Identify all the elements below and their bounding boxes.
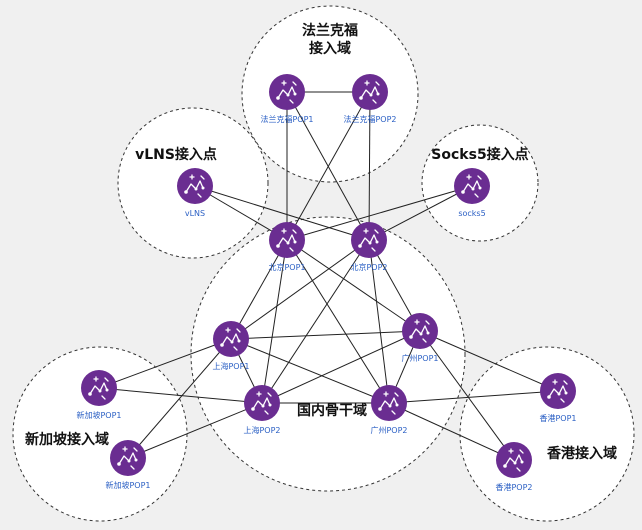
node-circle [177,168,213,204]
link-bj2-gz2 [368,239,390,404]
node-label-hk2: 香港POP2 [495,482,532,492]
node-sh2[interactable] [244,385,280,421]
node-hk2[interactable] [496,442,532,478]
node-circle [81,370,117,406]
router-icon [276,80,297,104]
router-icon [359,80,380,104]
link-socks5-bj2 [368,185,473,241]
link-hk2-gz1 [419,330,515,461]
link-bj1-gz1 [286,239,421,332]
node-gz1[interactable] [402,313,438,349]
domain-label-line: 新加坡接入域 [25,431,109,448]
node-label-sh1: 上海POP1 [212,361,249,371]
node-label-sh2: 上海POP2 [243,425,280,435]
link-fra2-bj2 [368,91,371,241]
router-icon [503,448,524,472]
node-label-sg1: 新加坡POP1 [76,410,121,420]
node-circle [351,222,387,258]
link-vlns-bj2 [194,185,370,241]
link-fra2-bj1 [286,91,371,241]
link-gz1-sh2 [261,330,421,404]
router-icon [461,174,482,198]
node-socks5[interactable] [454,168,490,204]
node-circle [269,74,305,110]
link-socks5-bj1 [286,185,473,241]
router-icon [88,376,109,400]
domain-label-line: vLNS接入点 [135,146,217,163]
router-icon [251,391,272,415]
node-label-fra1: 法兰克福POP1 [260,114,313,124]
domain-label-line: Socks5接入点 [431,146,528,163]
domain-label-backbone: 国内骨干域 [297,402,367,419]
node-hk1[interactable] [540,373,576,409]
node-circle [269,222,305,258]
link-hk1-gz1 [419,330,559,392]
domain-label-socks5: Socks5接入点 [431,146,528,163]
node-bj2[interactable] [351,222,387,258]
node-label-bj1: 北京POP1 [268,262,305,272]
domain-label-line: 国内骨干域 [297,402,367,419]
link-sg2-sh1 [127,338,232,459]
link-sh1-gz2 [230,338,390,404]
node-gz2[interactable] [371,385,407,421]
node-label-vlns: vLNS [185,209,205,218]
node-sh1[interactable] [213,321,249,357]
domain-boundary-frankfurt [241,5,419,183]
node-label-fra2: 法兰克福POP2 [343,114,396,124]
node-label-socks5: socks5 [458,209,485,218]
node-sg1[interactable] [81,370,117,406]
node-circle [496,442,532,478]
router-icon [547,379,568,403]
domain-label-singapore: 新加坡接入域 [25,431,109,448]
node-circle [402,313,438,349]
node-circle [371,385,407,421]
domain-label-line: 法兰克福 [302,22,358,39]
link-bj1-gz2 [286,239,390,404]
link-sg2-sh2 [127,402,263,459]
domain-label-line: 接入域 [309,40,351,57]
node-label-hk1: 香港POP1 [539,413,576,423]
domain-label-hongkong: 香港接入域 [546,445,617,462]
link-sh1-gz1 [230,330,421,340]
link-sg1-sh2 [98,387,263,404]
node-sg2[interactable] [110,440,146,476]
link-bj1-sh2 [261,239,288,404]
domain-label-line: 香港接入域 [546,445,617,462]
link-bj2-sh2 [261,239,370,404]
node-label-sg2: 新加坡POP1 [105,480,150,490]
node-circle [213,321,249,357]
node-circle [454,168,490,204]
domain-label-frankfurt: 法兰克福接入域 [302,22,358,57]
domain-boundary-backbone [190,216,466,492]
router-icon [184,174,205,198]
link-bj2-sh1 [230,239,370,340]
node-label-gz1: 广州POP1 [401,353,438,363]
node-label-gz2: 广州POP2 [370,425,407,435]
node-vlns[interactable] [177,168,213,204]
domain-boundary-hongkong [459,346,635,522]
router-icon [276,228,297,252]
domain-label-vlns: vLNS接入点 [135,146,217,163]
link-hk2-gz2 [388,402,515,461]
router-icon [409,319,430,343]
link-bj1-sh1 [230,239,288,340]
router-icon [358,228,379,252]
node-circle [540,373,576,409]
link-sg1-sh1 [98,338,232,389]
node-label-bj2: 北京POP2 [350,262,387,272]
router-icon [117,446,138,470]
link-hk1-gz2 [388,390,559,404]
router-icon [378,391,399,415]
node-circle [352,74,388,110]
node-circle [244,385,280,421]
node-fra2[interactable] [352,74,388,110]
node-fra1[interactable] [269,74,305,110]
router-icon [220,327,241,351]
node-circle [110,440,146,476]
node-bj1[interactable] [269,222,305,258]
